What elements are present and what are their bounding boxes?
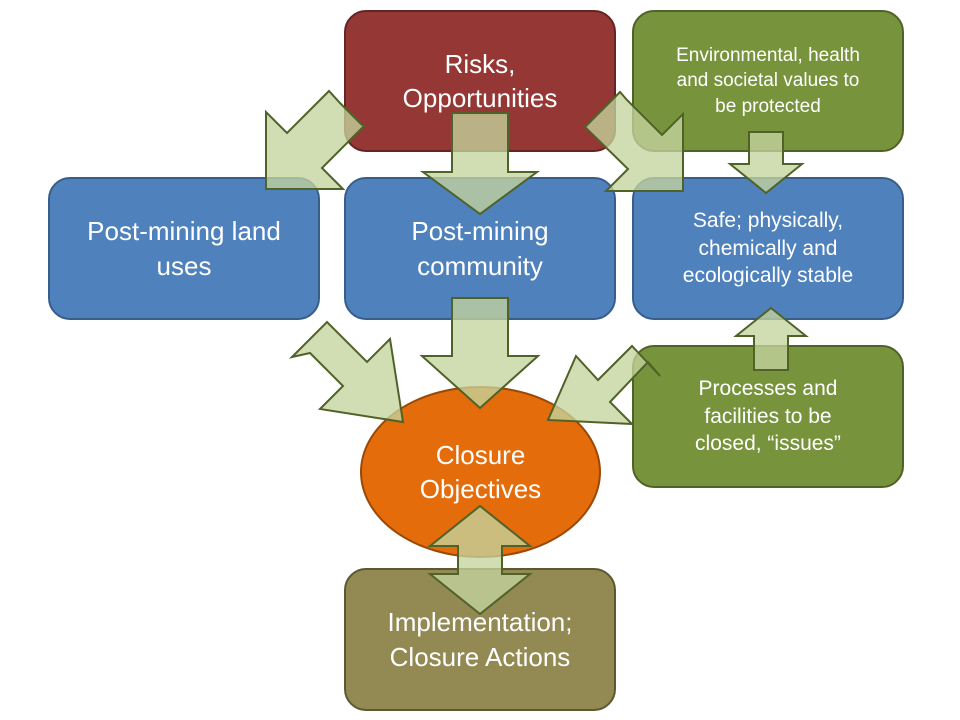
proc-line-3: closed, “issues” — [695, 432, 841, 456]
risks-line-1: Risks, — [444, 48, 516, 79]
safe-line-2: chemically and — [698, 236, 838, 260]
post-mining-community-box: Post-mining community — [344, 177, 616, 320]
environmental-values-text: Environmental, health and societal value… — [676, 43, 860, 118]
arrow-land-uses-to-objectives — [288, 320, 405, 424]
obj-line-2: Objectives — [419, 474, 542, 504]
risks-line-2: Opportunities — [402, 83, 558, 113]
safe-stable-text: Safe; physically, chemically and ecologi… — [683, 207, 853, 290]
env-line-1: Environmental, health — [676, 45, 860, 67]
obj-line-1: Closure — [435, 439, 526, 470]
pmcomm-line-1: Post-mining — [411, 216, 549, 247]
post-mining-land-uses-text: Post-mining land uses — [87, 214, 281, 283]
risks-opportunities-text: Risks, Opportunities — [403, 47, 558, 116]
safe-line-1: Safe; physically, — [692, 208, 844, 232]
impl-line-2: Closure Actions — [389, 641, 571, 672]
processes-facilities-box: Processes and facilities to be closed, “… — [632, 345, 904, 488]
proc-line-1: Processes and — [698, 376, 838, 400]
env-line-2: and societal values to — [676, 70, 860, 92]
risks-opportunities-box: Risks, Opportunities — [344, 10, 616, 152]
processes-facilities-text: Processes and facilities to be closed, “… — [695, 375, 841, 458]
implementation-text: Implementation; Closure Actions — [388, 605, 573, 674]
pmland-line-2: uses — [156, 250, 212, 281]
pmland-line-1: Post-mining land — [87, 216, 281, 247]
closure-objectives-text: Closure Objectives — [420, 438, 541, 507]
closure-objectives-ellipse: Closure Objectives — [360, 386, 601, 558]
impl-line-1: Implementation; — [387, 607, 573, 638]
implementation-box: Implementation; Closure Actions — [344, 568, 616, 711]
environmental-values-box: Environmental, health and societal value… — [632, 10, 904, 152]
proc-line-2: facilities to be — [704, 404, 832, 428]
env-line-3: be protected — [715, 95, 821, 117]
post-mining-community-text: Post-mining community — [411, 214, 548, 283]
pmcomm-line-2: community — [417, 250, 543, 281]
safe-stable-box: Safe; physically, chemically and ecologi… — [632, 177, 904, 320]
post-mining-land-uses-box: Post-mining land uses — [48, 177, 320, 320]
safe-line-3: ecologically stable — [682, 264, 854, 288]
